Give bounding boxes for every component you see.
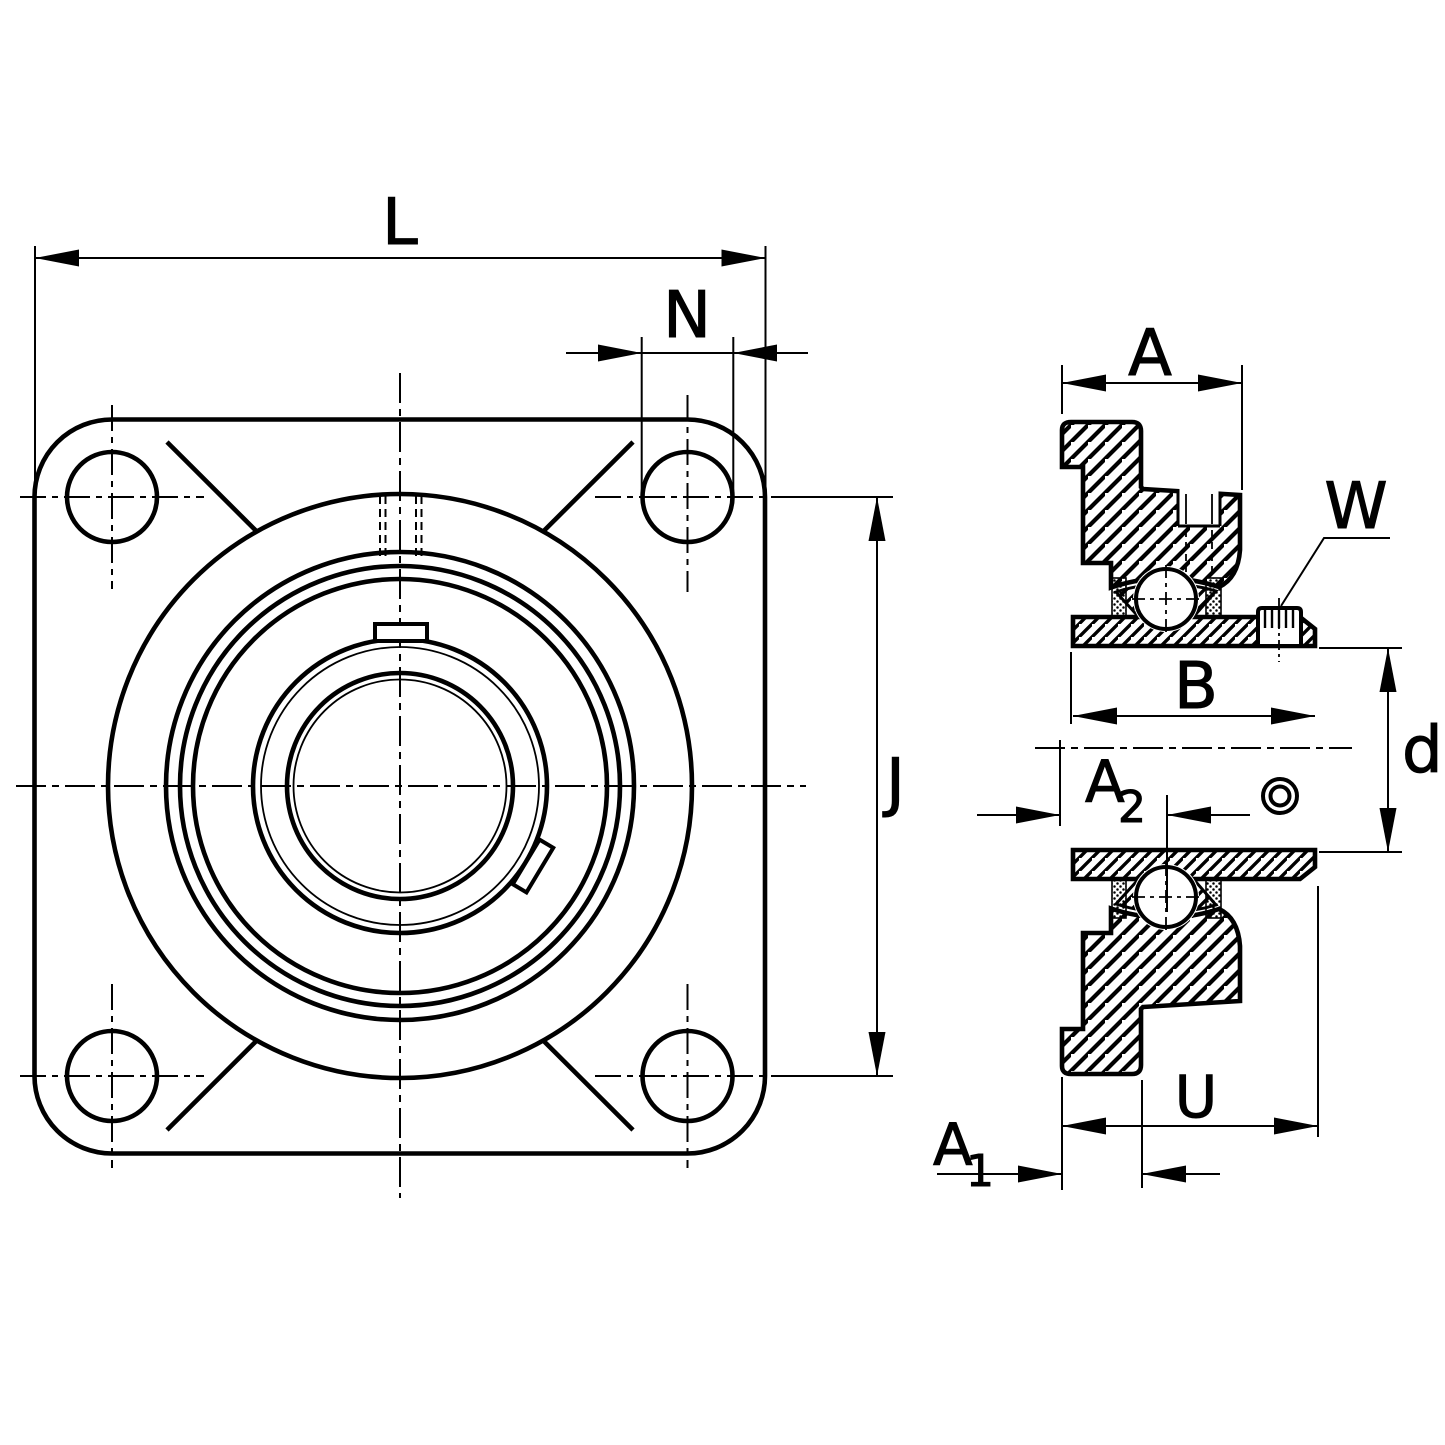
- dim-label-J: J: [882, 746, 905, 820]
- dim-label-d: d: [1402, 714, 1443, 788]
- set-screw-tab-top: [373, 622, 429, 643]
- front-centerlines: [16, 373, 806, 1198]
- ear-diagonals: [165, 440, 635, 1132]
- front-view: L N J: [16, 186, 905, 1198]
- dim-N: [566, 337, 808, 500]
- bolt-hole-centerlines: [20, 395, 780, 1168]
- dim-label-A1-base: A: [933, 1111, 973, 1179]
- dim-label-A1-sub: 1: [966, 1146, 994, 1197]
- dim-B: [1070, 652, 1315, 725]
- dim-label-U: U: [1175, 1063, 1217, 1131]
- dim-label-B: B: [1174, 650, 1218, 724]
- dim-A2: [977, 740, 1250, 912]
- seals: [1111, 577, 1222, 919]
- housing-section-top: [1059, 419, 1243, 591]
- inner-ring-section-bottom: [1070, 847, 1318, 882]
- hidden-hole-lines: [379, 496, 423, 557]
- set-screw: [1256, 598, 1303, 662]
- dim-A: [1061, 365, 1243, 490]
- dim-label-A: A: [1128, 317, 1172, 391]
- dim-label-A2-base: A: [1085, 748, 1125, 816]
- dim-d: [1319, 647, 1402, 853]
- lube-hole-ring: [1261, 777, 1299, 815]
- dim-J: [772, 496, 893, 1077]
- set-screw-tab-side: [510, 836, 556, 896]
- dim-W-leader: [1280, 537, 1390, 607]
- dim-U: [1061, 886, 1319, 1190]
- grease-hole: [1176, 487, 1222, 572]
- dim-label-L: L: [382, 186, 418, 260]
- dim-label-A2-sub: 2: [1118, 782, 1146, 833]
- dim-L: [34, 246, 767, 497]
- housing-section-bottom: [1059, 905, 1243, 1077]
- side-view: A W B d: [933, 317, 1444, 1198]
- flange-outline: [32, 417, 768, 1156]
- dim-label-N: N: [663, 279, 711, 353]
- housing-circles: [105, 491, 695, 1081]
- dim-A1: [937, 1080, 1220, 1188]
- dim-label-W: W: [1324, 470, 1387, 544]
